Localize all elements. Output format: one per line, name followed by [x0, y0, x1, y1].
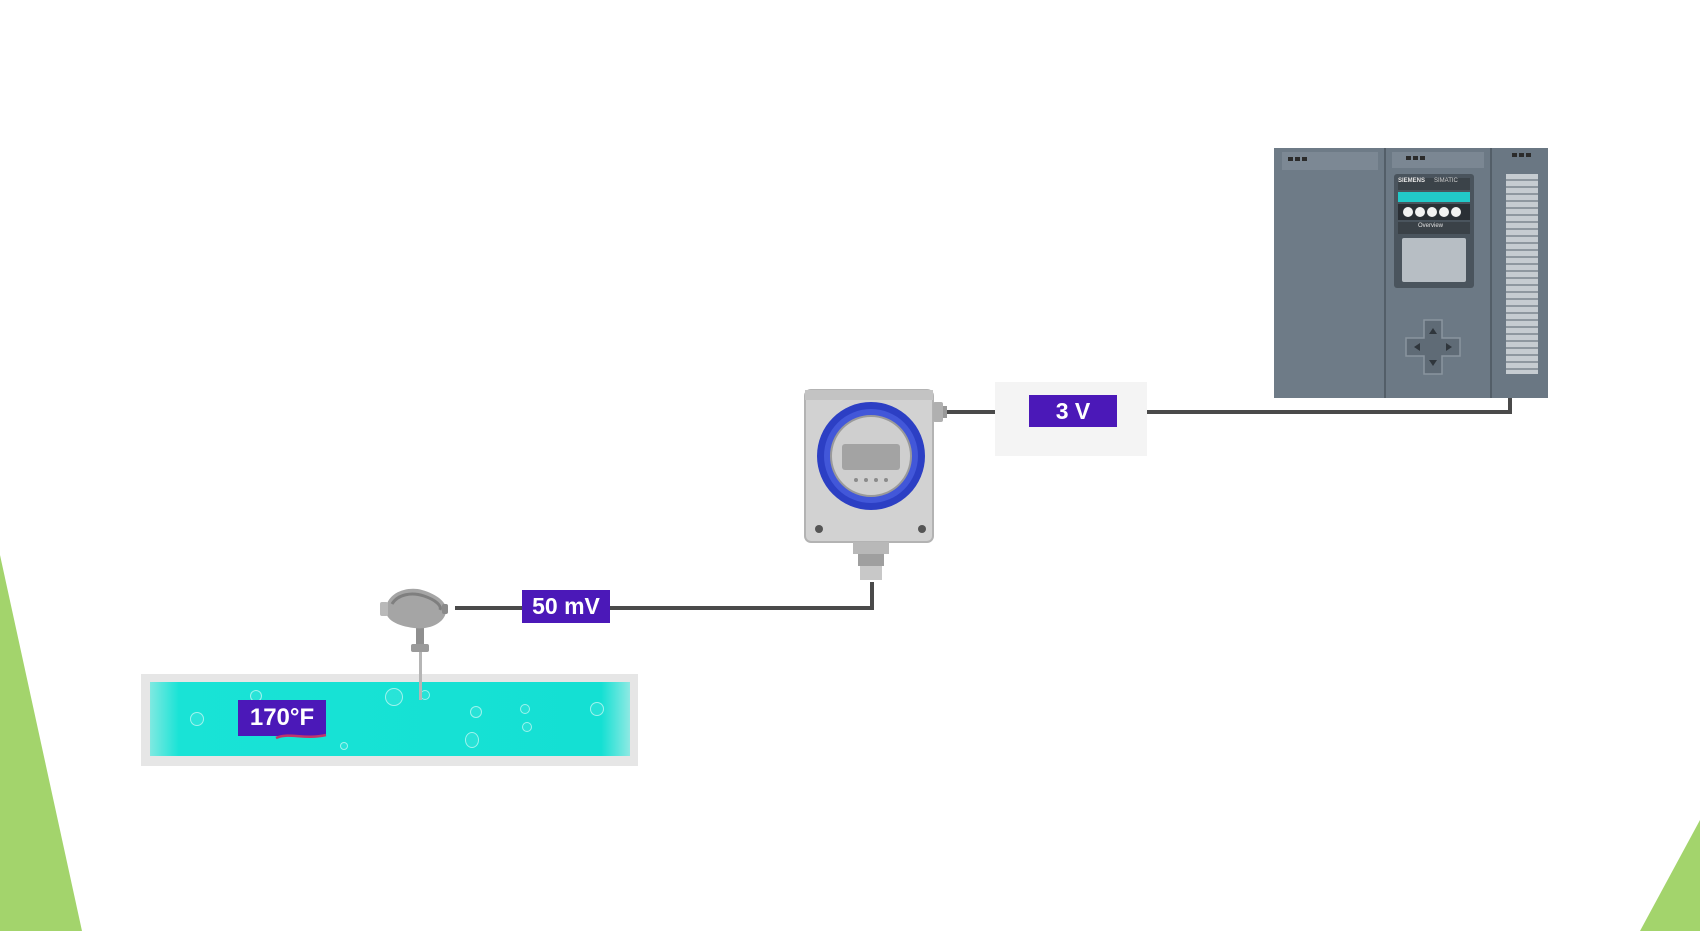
tank-liquid — [150, 682, 630, 756]
io-module-terminals — [1506, 174, 1538, 374]
plc-model-label: SIMATIC — [1434, 178, 1458, 184]
transmitter-signal-label: 3 V — [1029, 395, 1117, 427]
temperature-label: 170°F — [238, 700, 326, 736]
plc-brand-label: SIEMENS — [1398, 178, 1426, 184]
sensor-signal-label: 50 mV — [522, 590, 610, 623]
thermocouple-sensor — [380, 588, 448, 700]
plc-screen-label: Overview — [1418, 223, 1444, 229]
annotation-underline — [275, 733, 327, 740]
transmitter — [804, 389, 947, 580]
